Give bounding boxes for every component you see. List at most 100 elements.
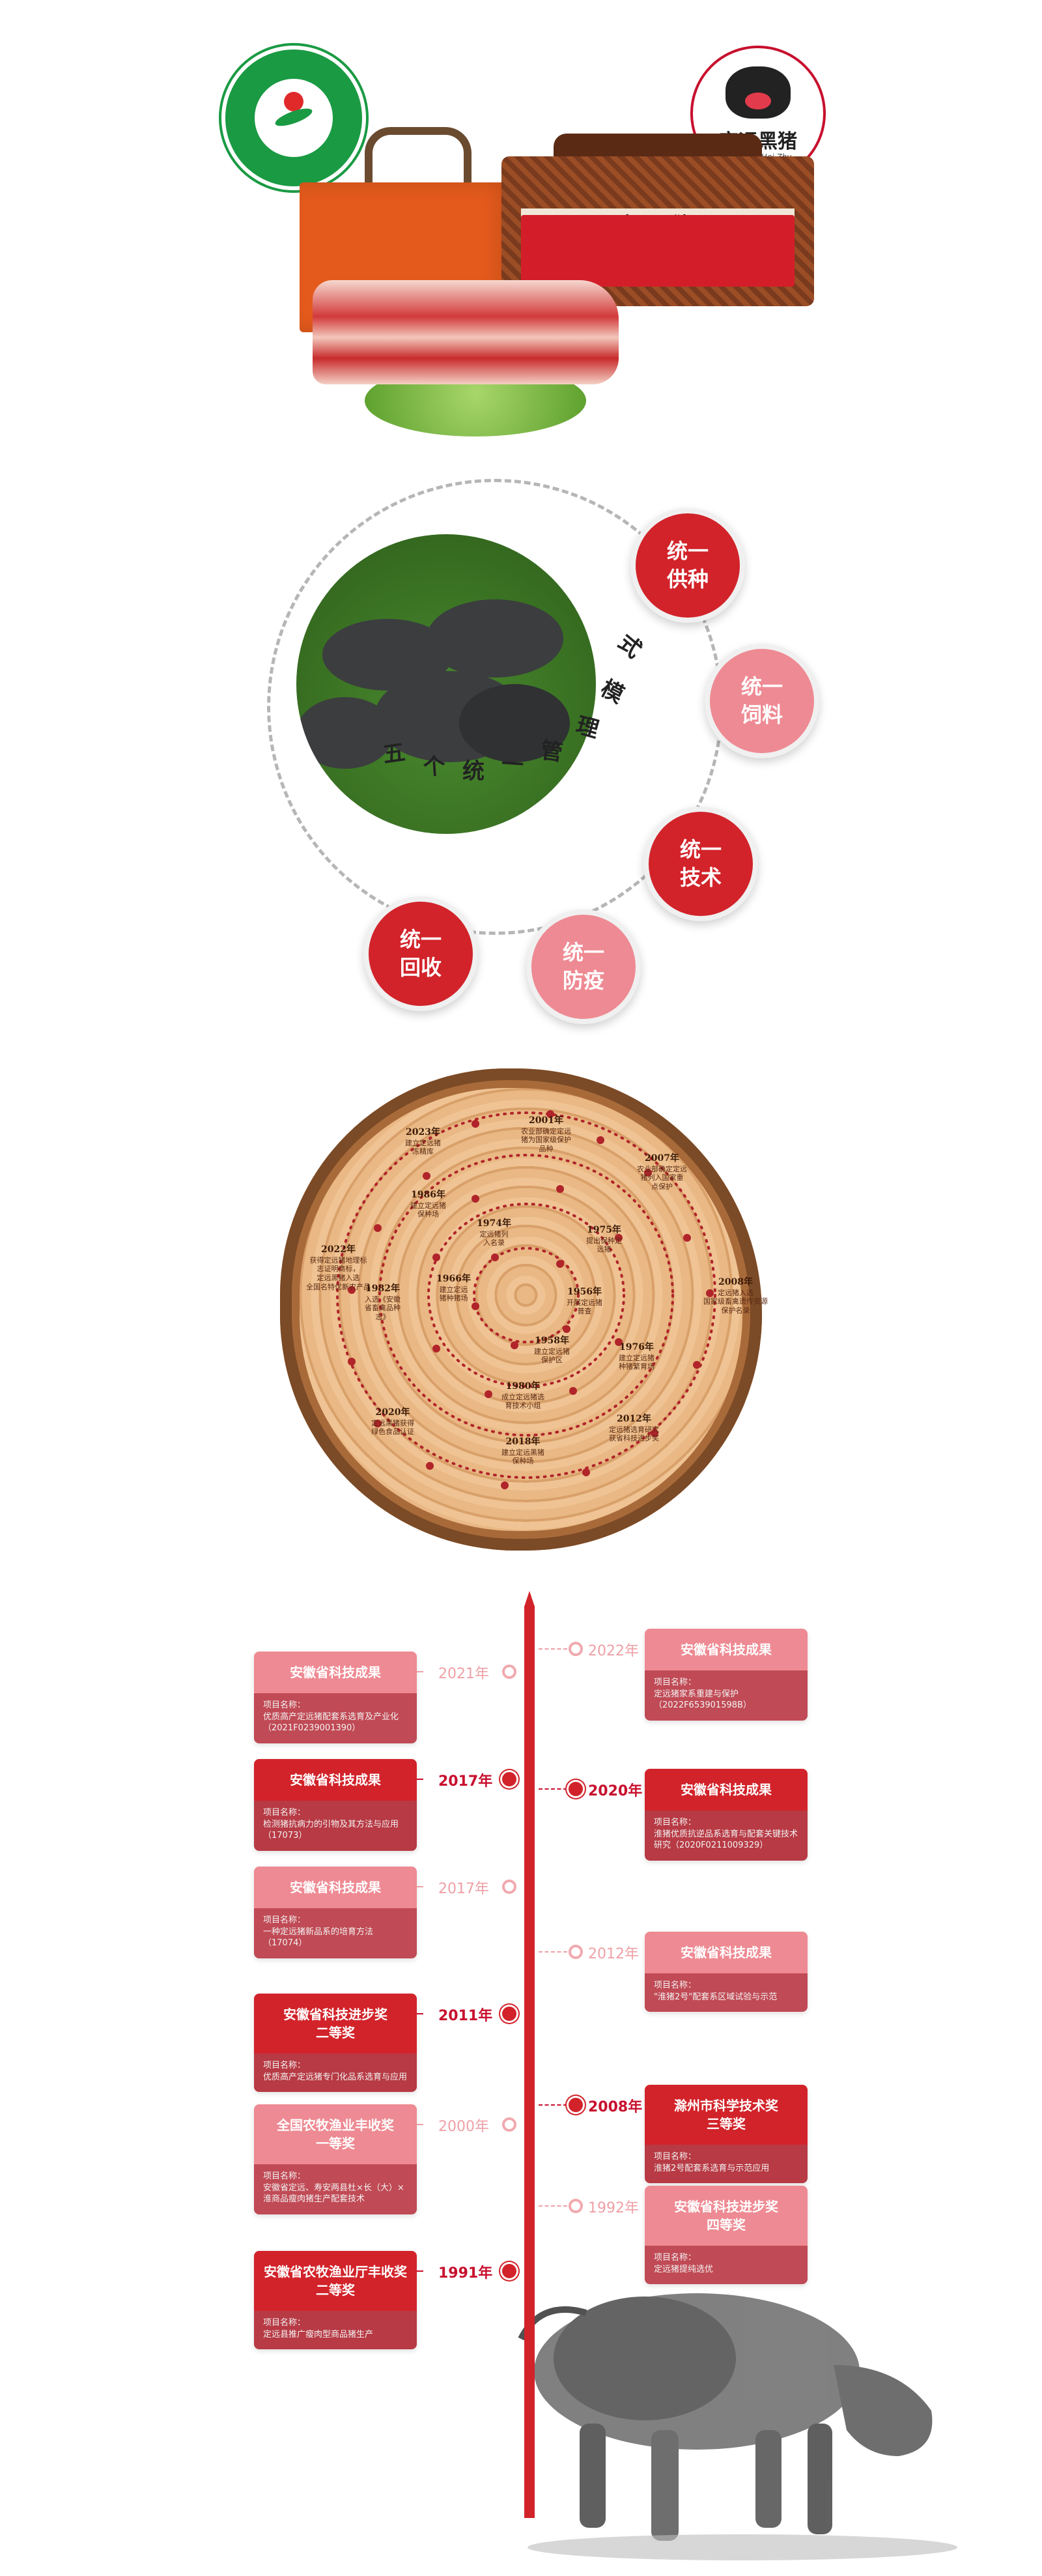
milestone-year: 1956年: [567, 1287, 602, 1297]
paw-print-icon: [426, 1462, 434, 1470]
timeline-dot: [569, 1782, 583, 1796]
milestone-text: 入选《安徽 省畜禽品种 志》: [365, 1295, 401, 1322]
award-project-label: 项目名称：: [654, 1818, 697, 1827]
award-body: 项目名称：淮猪优质抗逆品系选育与配套关键技术研究（2020F0211009329…: [645, 1810, 808, 1861]
milestone-year: 1974年: [477, 1218, 511, 1229]
milestone-text: 建立定远猪 冻精库: [405, 1138, 441, 1156]
timeline-year: 2000年: [438, 2119, 489, 2135]
ring-milestone: 2022年获得定远猪地理标 志证明商标， 定远黑猪入选 全国名特优新农产品: [306, 1244, 371, 1292]
paw-print-icon: [597, 1136, 604, 1144]
paw-print-icon: [501, 1481, 509, 1489]
award-body: 项目名称：定远猪提纯选优: [645, 2246, 808, 2285]
basket-red-panel: [521, 215, 795, 287]
paw-print-icon: [491, 1253, 499, 1261]
ring-milestone: 2012年定远猪选育研究 获省科技进步奖: [609, 1414, 659, 1443]
award-project-name: 一种定远猪新品系的培育方法（17074）: [263, 1926, 374, 1949]
pigs-photo: [296, 534, 596, 834]
timeline-dot: [569, 2098, 583, 2112]
milestone-text: 建立定远猪 保护区: [534, 1347, 570, 1365]
timeline-axis: [524, 1606, 535, 2518]
paw-print-icon: [472, 1195, 479, 1203]
five-unified-section: 五个统一管理模式 统一 供种统一 饲料统一 技术统一 防疫统一 回收: [0, 456, 1042, 1075]
bubble-3: 统一 技术: [643, 807, 758, 921]
history-ring-section: 2023年建立定远猪 冻精库 2001年农业部确定定远 猪为国家级保护 品种 200…: [0, 1068, 1042, 1577]
ring-milestone: 1956年开展定远猪 普查: [567, 1287, 602, 1316]
milestone-text: 建立定远 猪种猪场: [439, 1285, 468, 1303]
paw-print-icon: [374, 1224, 382, 1232]
award-body: 项目名称：定远猪家系重建与保护（2022F653901598B）: [645, 1670, 808, 1721]
award-body: 项目名称：定远县推广瘦肉型商品猪生产: [254, 2311, 417, 2350]
paw-print-icon: [644, 1169, 652, 1177]
award-body: 项目名称："淮猪2号"配套系区域试验与示范: [645, 1973, 808, 2012]
award-card: 安徽省科技成果项目名称：淮猪优质抗逆品系选育与配套关键技术研究（2020F021…: [645, 1769, 808, 1861]
bubble-label: 统一 技术: [679, 837, 722, 890]
pork-belly-image: [313, 280, 619, 384]
hero-section: 定远黑猪 DingYuanHei Zhu 定远黑猪: [0, 0, 1042, 456]
awards-timeline-section: 安徽省科技成果项目名称：优质高产定远猪配套系选育及产业化（2021F023900…: [0, 1577, 1042, 2576]
timeline-dot: [502, 1880, 516, 1894]
timeline-year: 2012年: [588, 1946, 639, 1962]
paw-print-icon: [563, 1325, 570, 1333]
paw-print-icon: [683, 1234, 691, 1242]
paw-print-icon: [615, 1338, 623, 1346]
milestone-text: 建立定远猪 种猪繁育场: [619, 1353, 655, 1371]
arc-char: 一: [500, 751, 525, 779]
timeline-dot: [569, 1945, 583, 1959]
ring-milestone: 2008年定远猪入选 国家级畜禽遗传资源 保护名录: [703, 1277, 768, 1315]
timeline-connector: [417, 2124, 423, 2126]
paw-print-icon: [348, 1358, 356, 1366]
award-project-name: 定远猪提纯选优: [654, 2264, 714, 2274]
ring-milestone: 1976年建立定远猪 种猪繁育场: [619, 1342, 655, 1371]
award-project-name: 定远县推广瘦肉型商品猪生产: [263, 2329, 374, 2340]
timeline-dot: [569, 2199, 583, 2213]
paw-print-icon: [556, 1185, 564, 1193]
award-project-label: 项目名称：: [263, 2318, 306, 2328]
paw-print-icon: [432, 1345, 440, 1352]
award-title: 安徽省农牧渔业厅丰收奖 二等奖: [254, 2251, 417, 2311]
milestone-text: 农业部确定定远 猪为国家级保护 品种: [521, 1126, 571, 1154]
award-body: 项目名称：一种定远猪新品系的培育方法（17074）: [254, 1908, 417, 1958]
milestone-year: 2008年: [718, 1277, 753, 1287]
certification-badge: [221, 46, 366, 190]
tree-ring-log: [280, 1068, 762, 1551]
award-project-label: 项目名称：: [654, 2152, 697, 2162]
basket-handle: [554, 134, 762, 160]
award-body: 项目名称：安徽省定远、寿安两县杜×长（大）×淮商品瘦肉猪生产配套技术: [254, 2164, 417, 2214]
milestone-year: 1976年: [619, 1342, 654, 1352]
award-body: 项目名称：检测猪抗病力的引物及其方法与应用（17073）: [254, 1801, 417, 1851]
paw-print-icon: [706, 1289, 714, 1297]
bubble-label: 统一 回收: [399, 926, 442, 980]
milestone-year: 1980年: [505, 1381, 541, 1392]
award-title: 滁州市科学技术奖 三等奖: [645, 2085, 808, 2145]
milestone-year: 2023年: [406, 1127, 440, 1138]
bubble-1: 统一 供种: [630, 508, 745, 623]
ring-milestone: 1966年建立定远 猪种猪场: [436, 1274, 471, 1303]
award-title: 安徽省科技成果: [645, 1932, 808, 1973]
timeline-connector: [539, 1648, 567, 1651]
award-card: 安徽省科技进步奖 四等奖项目名称：定远猪提纯选优: [645, 2186, 808, 2285]
milestone-text: 成立定远猪选 育技术小组: [501, 1392, 544, 1410]
award-title: 安徽省科技成果: [645, 1769, 808, 1810]
timeline-connector: [539, 2104, 567, 2107]
timeline-year: 2017年: [438, 1773, 493, 1790]
paw-print-icon: [582, 1468, 590, 1476]
paw-print-icon: [693, 1361, 701, 1369]
paw-print-icon: [374, 1420, 382, 1427]
ring-milestone: 1980年成立定远猪选 育技术小组: [501, 1381, 544, 1410]
timeline-dot: [502, 1772, 516, 1786]
award-project-name: 检测猪抗病力的引物及其方法与应用（17073）: [263, 1819, 399, 1841]
bubble-label: 统一 防疫: [562, 939, 604, 993]
bubble-label: 统一 饲料: [740, 674, 783, 727]
milestone-text: 农业部确定定远 猪列入国家重 点保护: [637, 1164, 687, 1192]
paw-print-icon: [485, 1390, 492, 1398]
bubble-5: 统一 回收: [363, 896, 478, 1011]
timeline-connector: [417, 2270, 423, 2273]
ring-milestone: 1986年建立定远猪 保种场: [410, 1190, 446, 1219]
milestone-text: 开展定远猪 普查: [567, 1298, 602, 1316]
timeline-year: 2011年: [438, 2008, 493, 2024]
milestone-year: 1975年: [587, 1225, 621, 1235]
milestone-year: 2001年: [529, 1115, 563, 1126]
sun-icon: [284, 92, 303, 111]
timeline-year: 2017年: [438, 1881, 489, 1897]
award-project-name: 淮猪2号配套系选育与示范应用: [654, 2163, 770, 2173]
